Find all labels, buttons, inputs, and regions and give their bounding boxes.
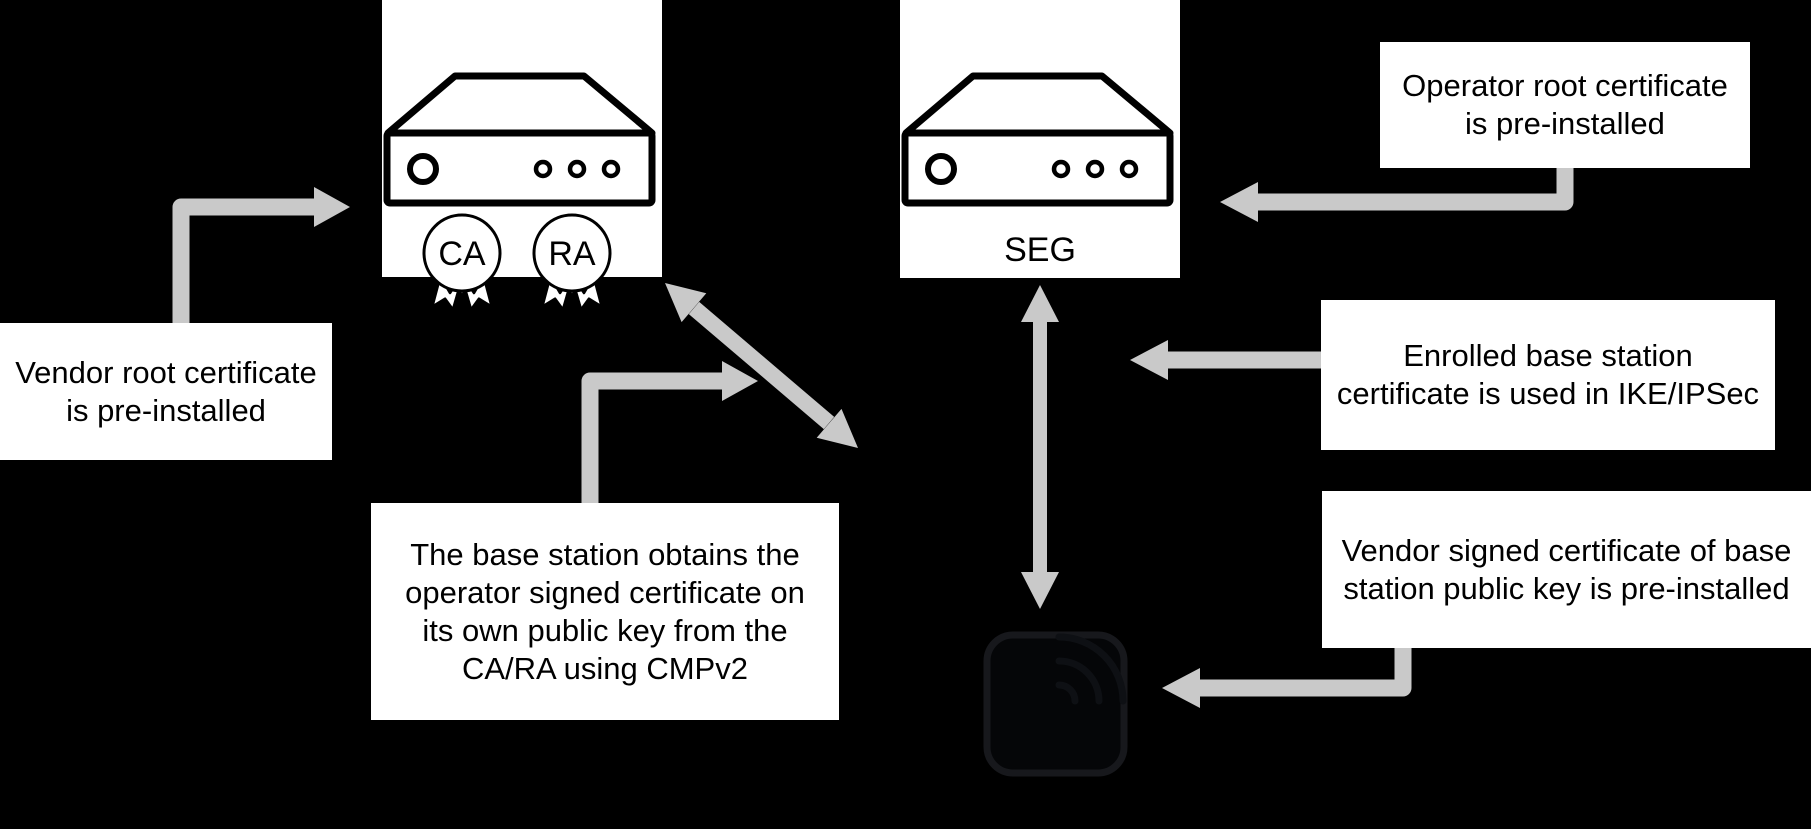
annotation-cmpv2-note: The base station obtains the operator si…	[371, 503, 839, 720]
annotation-operator-root: Operator root certificate is pre-install…	[1380, 42, 1750, 168]
arrow-enrolled-cert-to-seg	[1130, 340, 1321, 380]
arrow-cmpv2-note-to-link	[581, 361, 758, 503]
seg-label: SEG	[1004, 231, 1076, 269]
ca-badge-label: CA	[438, 235, 486, 273]
arrow-operator-root-to-seg	[1220, 168, 1574, 222]
ra-badge-label: RA	[548, 235, 596, 273]
annotation-vendor-signed: Vendor signed certificate of base statio…	[1322, 491, 1811, 648]
annotation-vendor-root: Vendor root certificate is pre-installed	[0, 323, 332, 460]
arrow-vendor-root-to-ca-ra	[172, 187, 350, 323]
base-station-wireless-icon	[983, 631, 1128, 777]
double-arrow-ca-ra-base-station	[665, 283, 858, 448]
annotation-enrolled-cert: Enrolled base station certificate is use…	[1321, 300, 1775, 450]
double-arrow-seg-base-station	[1021, 285, 1059, 609]
arrow-vendor-signed-to-base-station	[1162, 648, 1412, 708]
